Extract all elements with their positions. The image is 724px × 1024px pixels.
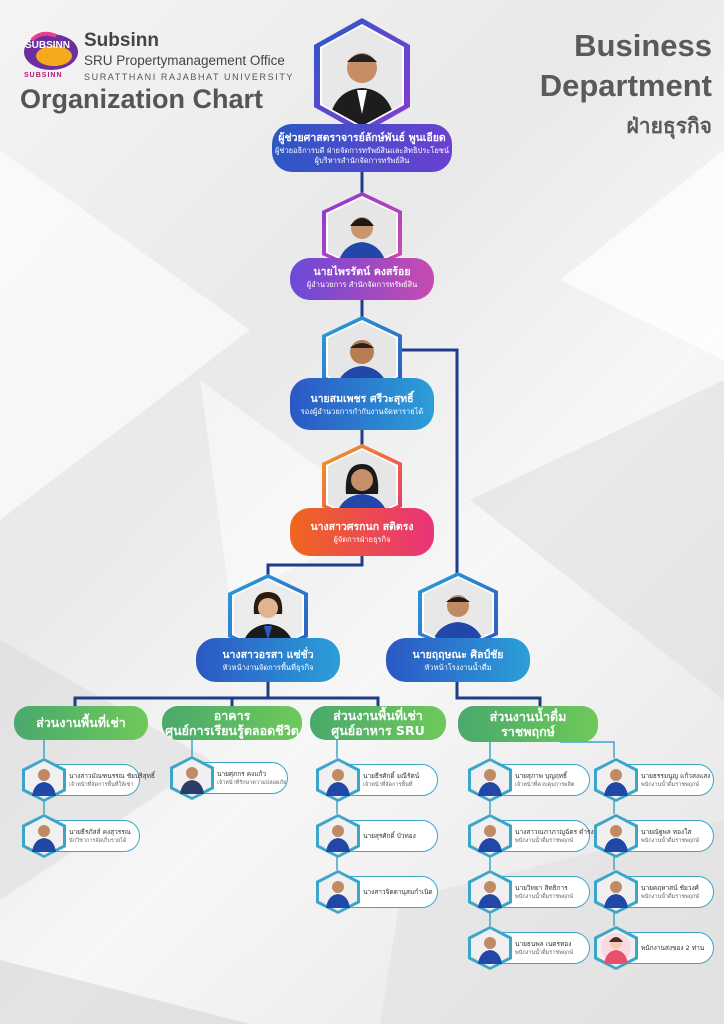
staff-photo bbox=[22, 758, 66, 802]
staff-name: นางสาวมัณฑนรรณ ชัยบริสุทธิ์ bbox=[69, 772, 155, 780]
staff-role: พนักงานน้ำดื่มราชพฤกษ์ bbox=[641, 894, 699, 900]
department-title-thai: ฝ่ายธุรกิจ bbox=[626, 115, 712, 138]
leader-role: รองผู้อำนวยการกำกับงานจัดหารายได้ bbox=[300, 407, 424, 416]
staff-name: นายสุภาพ บุญฤทธิ์ bbox=[515, 772, 568, 780]
staff-role: เจ้าหน้าที่จัดการพื้นที่ให้เช่า bbox=[69, 782, 134, 788]
brand-name: Subsinn bbox=[84, 30, 159, 51]
staff-role: พนักงานน้ำดื่มราชพฤกษ์ bbox=[641, 838, 699, 844]
section-label: อาคาร bbox=[213, 708, 251, 723]
section-food-court: ส่วนงานพื้นที่เช่า ศูนย์อาหาร SRU bbox=[310, 706, 446, 740]
leader-photo-6 bbox=[414, 572, 502, 652]
staff-photo bbox=[594, 926, 638, 970]
staff-photo bbox=[594, 758, 638, 802]
leader-role: ผู้ช่วยอธิการบดี ฝ่ายจัดการทรัพย์สินและส… bbox=[274, 146, 450, 155]
staff-photo bbox=[594, 814, 638, 858]
section-label: ราชพฤกษ์ bbox=[501, 724, 555, 739]
staff-name: นายศุภกร คงแก้ว bbox=[217, 770, 267, 778]
logo-text: SUBSINN bbox=[25, 40, 71, 51]
staff-role: พนักงานน้ำดื่มราชพฤกษ์ bbox=[515, 950, 573, 956]
staff-photo bbox=[316, 870, 360, 914]
staff-name: นายธนพล เนตรทอง bbox=[515, 940, 572, 948]
staff-name: นายณัฐพล ทองใส bbox=[641, 828, 692, 836]
staff-role: นักวิชาการจัดเก็บรายได้ bbox=[69, 838, 127, 844]
staff-photo bbox=[468, 814, 512, 858]
section-rental-area: ส่วนงานพื้นที่เช่า bbox=[14, 706, 148, 740]
leader-role: หัวหน้าโรงงานน้ำดื่ม bbox=[424, 663, 492, 672]
leader-role: ผู้บริหารสำนักจัดการทรัพย์สิน bbox=[314, 156, 410, 165]
leader-photo-1 bbox=[310, 18, 414, 134]
staff-name: พนักงานส่งของ 2 ท่าน bbox=[641, 944, 705, 952]
leader-name: นายสมเพชร ศรีวะสุทธิ์ bbox=[310, 393, 414, 405]
section-label: ส่วนงานน้ำดื่ม bbox=[489, 709, 567, 724]
staff-photo bbox=[468, 870, 512, 914]
staff-name: นางสาวจิตตานุสมกำเนิด bbox=[363, 888, 433, 896]
staff-photo bbox=[316, 814, 360, 858]
staff-role: พนักงานน้ำดื่มราชพฤกษ์ bbox=[515, 894, 573, 900]
leader-role: ผู้อำนวยการ สำนักจัดการทรัพย์สิน bbox=[306, 280, 418, 289]
staff-photo bbox=[316, 758, 360, 802]
staff-photo bbox=[22, 814, 66, 858]
staff-name: นายธีรศักดิ์ มณีรัตน์ bbox=[363, 772, 420, 780]
staff-name: นายสุรศักดิ์ บัวทอง bbox=[363, 832, 416, 840]
logo-subtext: SUBSINN bbox=[24, 72, 63, 79]
staff-photo bbox=[170, 756, 214, 800]
leader-name: นายฤฤษณะ ศิลป์ชัย bbox=[412, 649, 504, 661]
staff-name: นายธรรมนูญ แก้วสงแสง bbox=[641, 772, 711, 780]
leader-photo-2 bbox=[318, 192, 406, 272]
staff-photo bbox=[468, 758, 512, 802]
leader-name: นายไพรรัตน์ คงสร้อย bbox=[313, 266, 411, 278]
leader-name: นางสาวอรสา แซ่ชั่ว bbox=[222, 649, 314, 661]
section-label: ส่วนงานพื้นที่เช่า bbox=[36, 715, 126, 730]
leader-card-2: นายไพรรัตน์ คงสร้อย ผู้อำนวยการ สำนักจัด… bbox=[290, 258, 434, 300]
staff-role: เจ้าหน้าที่ควบคุมการผลิต bbox=[515, 782, 575, 788]
leader-card-3: นายสมเพชร ศรีวะสุทธิ์ รองผู้อำนวยการกำกั… bbox=[290, 378, 434, 430]
staff-photo bbox=[468, 926, 512, 970]
staff-role: เจ้าหน้าที่รักษาความปลอดภัย bbox=[217, 780, 287, 786]
section-drinking-water: ส่วนงานน้ำดื่ม ราชพฤกษ์ bbox=[458, 706, 598, 742]
section-label: ส่วนงานพื้นที่เช่า bbox=[333, 708, 423, 723]
staff-name: นายธีรภัสส์ คงสุวรรณ bbox=[69, 828, 131, 836]
staff-role: พนักงานน้ำดื่มราชพฤกษ์ bbox=[515, 838, 573, 844]
subsinn-logo bbox=[22, 30, 80, 80]
brand-university: SURATTHANI RAJABHAT UNIVERSITY bbox=[84, 72, 295, 82]
leader-name: ผู้ช่วยศาสตราจารย์ลักษ์พันธ์ พูนเอียด bbox=[278, 132, 446, 144]
staff-name: นายวิทยา สิทธิการ bbox=[515, 884, 568, 892]
leader-card-5: นางสาวอรสา แซ่ชั่ว หัวหน้างานจัดการพื้นท… bbox=[196, 638, 340, 682]
leader-role: ผู้จัดการฝ่ายธุรกิจ bbox=[333, 535, 391, 544]
department-title-line2: Department bbox=[539, 68, 712, 103]
staff-name: นายคฤหาสน์ ชัยวงศ์ bbox=[641, 884, 699, 892]
staff-photo bbox=[594, 870, 638, 914]
section-label: ศูนย์อาหาร SRU bbox=[331, 723, 425, 738]
leader-card-1: ผู้ช่วยศาสตราจารย์ลักษ์พันธ์ พูนเอียด ผู… bbox=[272, 124, 452, 172]
section-learning-building: อาคาร ศูนย์การเรียนรู้ตลอดชีวิต bbox=[162, 706, 302, 740]
leader-role: หัวหน้างานจัดการพื้นที่ธุรกิจ bbox=[222, 663, 314, 672]
staff-role: เจ้าหน้าที่จัดการพื้นที่ bbox=[363, 782, 413, 788]
leader-card-6: นายฤฤษณะ ศิลป์ชัย หัวหน้าโรงงานน้ำดื่ม bbox=[386, 638, 530, 682]
department-title-line1: Business bbox=[574, 28, 712, 63]
section-label: ศูนย์การเรียนรู้ตลอดชีวิต bbox=[165, 723, 299, 738]
leader-card-4: นางสาวศรกนก สติตรง ผู้จัดการฝ่ายธุรกิจ bbox=[290, 508, 434, 556]
leader-photo-4 bbox=[318, 444, 406, 524]
staff-name: นางสาวณภาภาญูฉัตร ดำรงวุฒิ bbox=[515, 828, 604, 836]
leader-name: นางสาวศรกนก สติตรง bbox=[310, 521, 414, 533]
brand-office: SRU Propertymanagement Office bbox=[84, 53, 285, 68]
page-title: Organization Chart bbox=[20, 84, 264, 114]
staff-role: พนักงานน้ำดื่มราชพฤกษ์ bbox=[641, 782, 699, 788]
